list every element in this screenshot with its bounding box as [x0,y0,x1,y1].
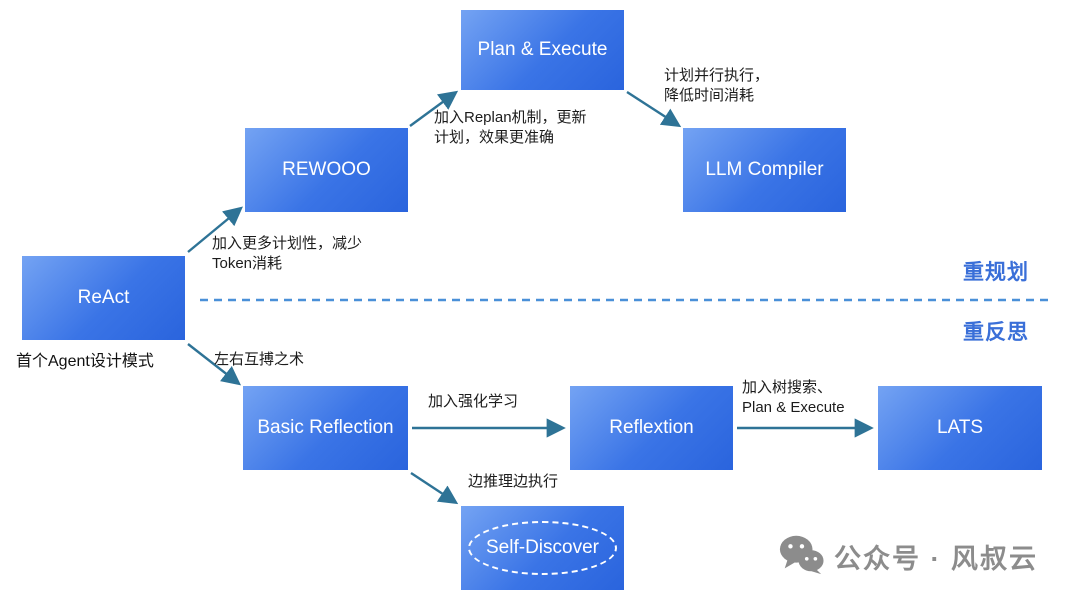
section-label-replanning: 重规划 [963,261,1029,284]
node-self-discover-label: Self-Discover [486,537,599,558]
edge-label-reflextion-lats: 加入树搜索、 Plan & Execute [742,379,845,416]
node-plan-and-execute: Plan & Execute [461,10,624,90]
node-llm-compiler: LLM Compiler [683,128,846,212]
node-basic-reflection-label: Basic Reflection [257,417,394,438]
node-rewooo-label: REWOOO [282,159,371,180]
arrow-basic-reflection-to-self-discover [410,471,459,505]
edge-label-rewooo-plan-execute: 加入Replan机制，更新计划，效果更准确 [434,109,587,146]
node-basic-reflection: Basic Reflection [243,386,408,470]
node-lats: LATS [878,386,1042,470]
node-plan-and-execute-label: Plan & Execute [477,39,608,60]
footer-brand-text: 公众号 · 风叔云 [834,544,1038,574]
node-reflextion-label: Reflextion [609,417,694,438]
node-lats-label: LATS [936,417,984,438]
node-rewooo: REWOOO [245,128,408,212]
section-label-reflection: 重反思 [963,321,1029,344]
edge-label-react-basic-reflection: 左右互搏之术 [214,351,305,368]
edge-label-plan-execute-llm-compiler: 计划并行执行， 降低时间消耗 [664,67,770,104]
react-caption: 首个Agent设计模式 [16,353,154,370]
node-reflextion: Reflextion [570,386,733,470]
footer-brand: 公众号 · 风叔云 [778,532,1038,581]
node-self-discover: Self-Discover [461,506,624,590]
node-react: ReAct [22,256,185,340]
edge-label-basic-reflection-reflextion: 加入强化学习 [428,393,519,410]
wechat-icon [778,532,824,581]
edge-label-basic-reflection-self-discover: 边推理边执行 [468,473,559,490]
self-discover-dashed-ellipse [468,521,617,575]
edge-label-react-rewooo: 加入更多计划性，减少Token消耗 [212,235,363,272]
node-llm-compiler-label: LLM Compiler [705,159,824,180]
node-react-label: ReAct [77,287,130,308]
